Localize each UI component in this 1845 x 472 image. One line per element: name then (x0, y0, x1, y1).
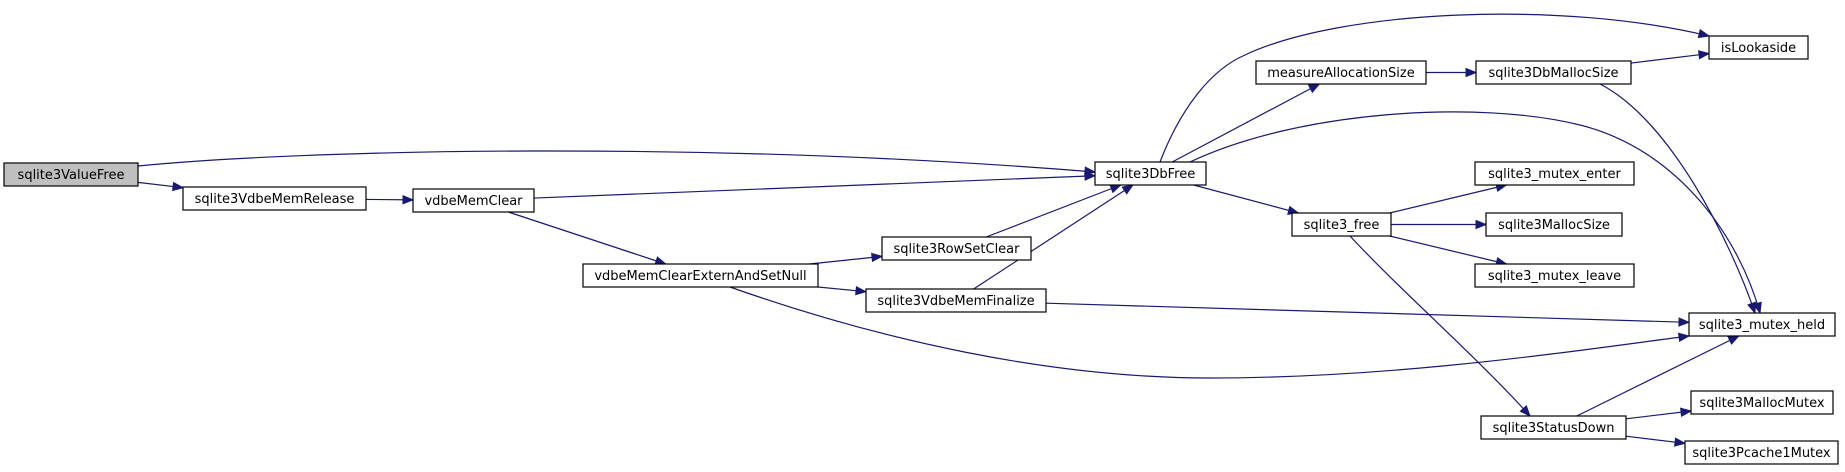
node-label-sqlite3StatusDown: sqlite3StatusDown (1493, 421, 1615, 436)
edge-sqlite3DbFree-to-measureAllocationSize (1171, 83, 1320, 163)
node-box-sqlite3ValueFree (3, 162, 139, 187)
node-label-sqlite3_mutex_enter: sqlite3_mutex_enter (1488, 167, 1621, 182)
node-box-sqlite3MallocSize (1485, 212, 1623, 237)
edge-sqlite3RowSetClear-to-sqlite3DbFree (986, 184, 1121, 238)
node-label-sqlite3_free: sqlite3_free (1304, 218, 1380, 233)
edge-measureAllocationSize-to-sqlite3DbMallocSize-arrowhead (1465, 67, 1478, 78)
edge-sqlite3_free-to-sqlite3MallocSize-arrowhead (1475, 219, 1488, 230)
edge-sqlite3VdbeMemFinalize-to-sqlite3_mutex_held (1045, 302, 1690, 323)
node-sqlite3DbMallocSize[interactable]: sqlite3DbMallocSize (1475, 60, 1632, 85)
node-isLookaside[interactable]: isLookaside (1708, 35, 1809, 60)
node-box-vdbeMemClearExternAndSetNull (582, 263, 819, 288)
edge-sqlite3DbFree-to-isLookaside (1159, 13, 1710, 163)
node-label-sqlite3_mutex_leave: sqlite3_mutex_leave (1488, 269, 1621, 284)
edge-sqlite3DbFree-to-measureAllocationSize-arrowhead (1307, 83, 1321, 94)
edge-vdbeMemClearExternAndSetNull-to-sqlite3RowSetClear-arrowhead (871, 252, 884, 263)
node-box-isLookaside (1708, 35, 1809, 60)
edge-vdbeMemClearExternAndSetNull-to-sqlite3_mutex_held (729, 286, 1690, 379)
edge-vdbeMemClear-to-vdbeMemClearExternAndSetNull (508, 211, 666, 265)
edge-sqlite3DbMallocSize-to-isLookaside (1630, 52, 1710, 64)
node-label-sqlite3ValueFree: sqlite3ValueFree (18, 168, 125, 183)
node-label-measureAllocationSize: measureAllocationSize (1267, 66, 1414, 81)
edge-sqlite3_free-to-sqlite3_mutex_enter (1389, 184, 1507, 214)
node-label-sqlite3Pcache1Mutex: sqlite3Pcache1Mutex (1692, 446, 1831, 461)
nodes-layer: sqlite3ValueFree sqlite3VdbeMemRelease vdb… (3, 35, 1839, 465)
node-sqlite3_mutex_held[interactable]: sqlite3_mutex_held (1688, 312, 1836, 337)
node-sqlite3_free[interactable]: sqlite3_free (1291, 212, 1392, 237)
edge-sqlite3_free-to-sqlite3_mutex_leave (1389, 235, 1507, 265)
edge-sqlite3StatusDown-to-sqlite3Pcache1Mutex-arrowhead (1674, 437, 1687, 447)
node-box-sqlite3_free (1291, 212, 1392, 237)
node-box-measureAllocationSize (1255, 60, 1427, 85)
edge-sqlite3ValueFree-to-sqlite3DbFree (137, 150, 1096, 173)
edge-sqlite3ValueFree-to-sqlite3VdbeMemRelease-arrowhead (172, 181, 185, 192)
edge-sqlite3DbFree-to-isLookaside-arrowhead (1697, 28, 1711, 39)
edge-sqlite3_free-to-sqlite3StatusDown (1349, 235, 1531, 417)
edge-vdbeMemClearExternAndSetNull-to-sqlite3_mutex_held-arrowhead (1677, 332, 1691, 343)
edge-sqlite3VdbeMemRelease-to-vdbeMemClear-arrowhead (402, 195, 415, 205)
node-label-sqlite3DbFree: sqlite3DbFree (1106, 167, 1195, 182)
edge-vdbeMemClearExternAndSetNull-to-sqlite3RowSetClear (809, 255, 883, 265)
node-sqlite3Pcache1Mutex[interactable]: sqlite3Pcache1Mutex (1684, 440, 1839, 465)
node-box-sqlite3VdbeMemFinalize (865, 288, 1047, 313)
node-box-sqlite3RowSetClear (881, 236, 1032, 261)
node-sqlite3ValueFree[interactable]: sqlite3ValueFree (3, 162, 139, 187)
node-sqlite3VdbeMemRelease[interactable]: sqlite3VdbeMemRelease (182, 186, 367, 211)
node-vdbeMemClear[interactable]: vdbeMemClear (412, 188, 535, 213)
node-measureAllocationSize[interactable]: measureAllocationSize (1255, 60, 1427, 85)
node-box-sqlite3_mutex_enter (1474, 161, 1635, 186)
edge-sqlite3VdbeMemFinalize-to-sqlite3_mutex_held-arrowhead (1678, 317, 1691, 327)
edge-sqlite3_free-to-sqlite3StatusDown-arrowhead (1519, 405, 1531, 418)
node-box-sqlite3_mutex_held (1688, 312, 1836, 337)
node-sqlite3RowSetClear[interactable]: sqlite3RowSetClear (881, 236, 1032, 261)
edge-sqlite3RowSetClear-to-sqlite3DbFree-arrowhead (1109, 184, 1123, 194)
edge-sqlite3DbFree-to-sqlite3_mutex_held (1189, 111, 1761, 314)
node-label-sqlite3VdbeMemFinalize: sqlite3VdbeMemFinalize (877, 294, 1034, 309)
node-label-sqlite3MallocSize: sqlite3MallocSize (1498, 218, 1610, 233)
edge-sqlite3DbMallocSize-to-sqlite3_mutex_held (1599, 83, 1756, 314)
edge-sqlite3VdbeMemFinalize-to-sqlite3DbFree-arrowhead (1121, 184, 1135, 195)
edge-sqlite3StatusDown-to-sqlite3MallocMutex (1625, 410, 1692, 420)
edge-sqlite3VdbeMemFinalize-to-sqlite3DbFree (973, 184, 1134, 290)
node-sqlite3_mutex_leave[interactable]: sqlite3_mutex_leave (1474, 263, 1635, 288)
edge-sqlite3DbMallocSize-to-isLookaside-arrowhead (1698, 50, 1711, 60)
node-sqlite3_mutex_enter[interactable]: sqlite3_mutex_enter (1474, 161, 1635, 186)
node-label-sqlite3MallocMutex: sqlite3MallocMutex (1699, 396, 1824, 411)
node-sqlite3DbFree[interactable]: sqlite3DbFree (1094, 161, 1207, 186)
node-label-vdbeMemClearExternAndSetNull: vdbeMemClearExternAndSetNull (594, 269, 806, 284)
edge-sqlite3StatusDown-to-sqlite3MallocMutex-arrowhead (1680, 407, 1693, 417)
node-sqlite3MallocSize[interactable]: sqlite3MallocSize (1485, 212, 1623, 237)
node-label-sqlite3DbMallocSize: sqlite3DbMallocSize (1488, 66, 1618, 81)
node-box-sqlite3DbFree (1094, 161, 1207, 186)
node-box-sqlite3MallocMutex (1690, 390, 1834, 415)
node-label-sqlite3_mutex_held: sqlite3_mutex_held (1699, 318, 1825, 333)
edge-sqlite3StatusDown-to-sqlite3_mutex_held-arrowhead (1727, 335, 1740, 345)
node-box-sqlite3_mutex_leave (1474, 263, 1635, 288)
node-box-sqlite3DbMallocSize (1475, 60, 1632, 85)
edge-vdbeMemClear-to-sqlite3DbFree-arrowhead (1084, 171, 1097, 181)
edge-sqlite3DbFree-to-sqlite3_free (1193, 184, 1299, 214)
node-sqlite3StatusDown[interactable]: sqlite3StatusDown (1480, 415, 1627, 440)
edge-sqlite3StatusDown-to-sqlite3_mutex_held (1576, 335, 1739, 417)
node-box-sqlite3Pcache1Mutex (1684, 440, 1839, 465)
node-vdbeMemClearExternAndSetNull[interactable]: vdbeMemClearExternAndSetNull (582, 263, 819, 288)
node-label-sqlite3RowSetClear: sqlite3RowSetClear (894, 242, 1021, 257)
node-sqlite3VdbeMemFinalize[interactable]: sqlite3VdbeMemFinalize (865, 288, 1047, 313)
node-label-isLookaside: isLookaside (1721, 41, 1796, 56)
edge-vdbeMemClear-to-sqlite3DbFree (533, 175, 1096, 199)
node-label-sqlite3VdbeMemRelease: sqlite3VdbeMemRelease (195, 192, 355, 207)
node-box-sqlite3VdbeMemRelease (182, 186, 367, 211)
node-label-vdbeMemClear: vdbeMemClear (424, 194, 523, 209)
node-box-vdbeMemClear (412, 188, 535, 213)
node-sqlite3MallocMutex[interactable]: sqlite3MallocMutex (1690, 390, 1834, 415)
edges-layer (137, 13, 1762, 447)
edge-vdbeMemClearExternAndSetNull-to-sqlite3VdbeMemFinalize-arrowhead (855, 285, 868, 296)
edge-sqlite3DbMallocSize-to-sqlite3_mutex_held-arrowhead (1747, 301, 1757, 315)
node-box-sqlite3StatusDown (1480, 415, 1627, 440)
